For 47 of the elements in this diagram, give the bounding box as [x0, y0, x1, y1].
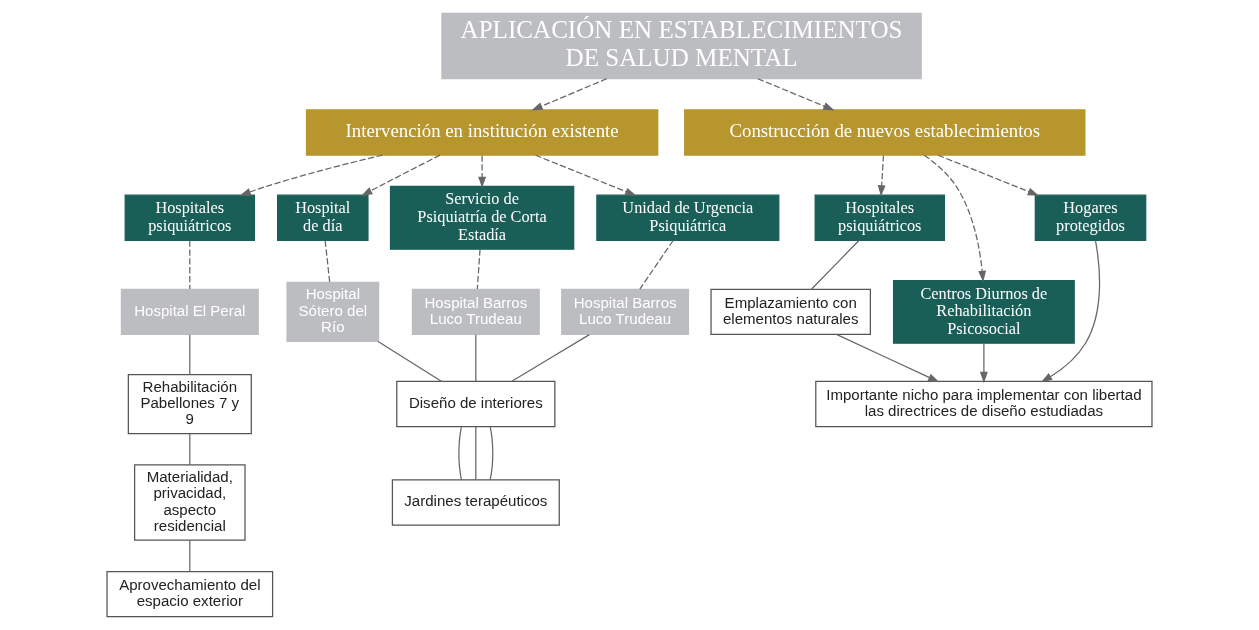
arrow	[937, 154, 1039, 196]
connector	[377, 340, 443, 383]
node-box: Hospital Barros Luco Trudeau	[561, 288, 690, 336]
arrow	[836, 334, 940, 383]
node-box: Hogares protegidos	[1034, 194, 1147, 241]
connector	[475, 334, 477, 382]
arrow	[535, 154, 637, 196]
connector	[324, 240, 331, 283]
node-box: Materialidad, privacidad, aspecto residencial	[134, 464, 246, 541]
node-box: Hospitales psiquiátricos	[814, 194, 945, 241]
arrow	[239, 154, 384, 196]
connector	[639, 240, 674, 290]
node-box: Servicio de Psiquiatría de Corta Estadía	[389, 185, 575, 250]
arrow	[979, 342, 988, 384]
node-box: Importante nicho para implementar con libertad las directrices de diseño estudiadas	[815, 380, 1153, 428]
node-box: Diseño de interiores	[396, 380, 556, 428]
arrow	[877, 154, 886, 197]
node-box: Jardines terapéuticos	[391, 479, 560, 526]
connector	[511, 334, 590, 382]
arrow	[757, 78, 835, 111]
arrow	[361, 154, 441, 196]
node-box: Hospital de día	[277, 194, 369, 241]
connector	[489, 426, 494, 481]
arrow	[531, 78, 608, 111]
node-box: Hospital Sótero del Río	[286, 281, 380, 342]
connector	[811, 240, 860, 290]
connector	[458, 426, 463, 481]
node-box: Hospital El Peral	[120, 288, 259, 336]
node-box: Centros Diurnos de Rehabilitación Psicosocial	[892, 279, 1075, 344]
connector	[189, 432, 191, 466]
connector	[475, 426, 477, 481]
arrow	[923, 154, 987, 283]
node-box: Unidad de Urgencia Psiquiátrica	[596, 194, 780, 241]
node-box: Rehabilitación Pabellones 7 y 9	[127, 373, 252, 435]
node-box: APLICACIÓN EN ESTABLECIMIENTOS DE SALUD MENTAL	[441, 12, 922, 80]
arrow	[1040, 239, 1101, 383]
node-box: Intervención en institución existente	[305, 109, 659, 156]
node-box: Emplazamiento con elementos naturales	[710, 288, 871, 336]
connector	[189, 240, 191, 290]
node-box: Aprovechamiento del espacio exterior	[106, 570, 274, 618]
arrow	[478, 154, 487, 189]
node-box: Construcción de nuevos establecimientos	[684, 109, 1086, 156]
connector	[476, 248, 481, 290]
connector	[189, 334, 191, 376]
node-box: Hospitales psiquiátricos	[124, 194, 256, 241]
connector	[189, 539, 191, 573]
node-box: Hospital Barros Luco Trudeau	[411, 288, 540, 336]
